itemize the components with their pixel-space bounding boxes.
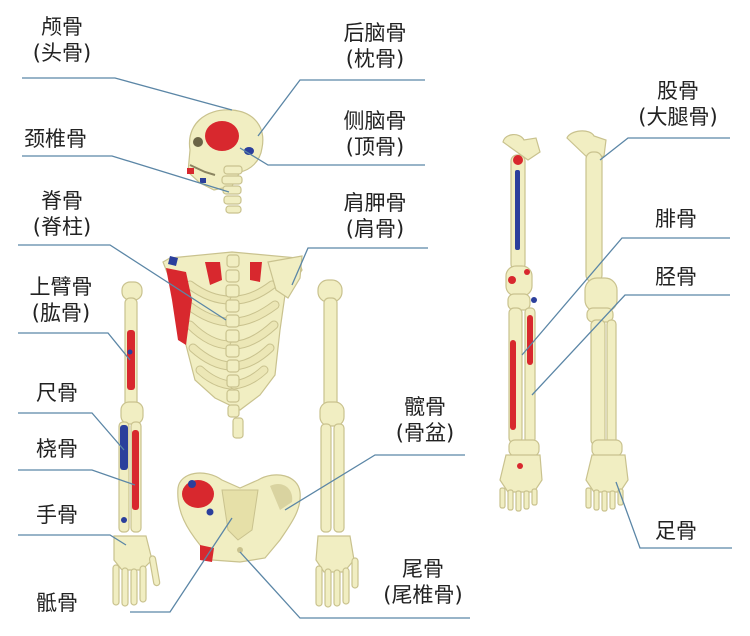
label-ulna: 尺骨 xyxy=(36,380,78,406)
right-arm-bones xyxy=(317,279,345,533)
label-femur: 股骨 (大腿骨) xyxy=(628,78,728,130)
left-arm-bones xyxy=(118,281,144,533)
label-humerus: 上臂骨 (肱骨) xyxy=(20,274,102,326)
label-scapula-name: 肩胛骨 xyxy=(343,191,407,215)
label-skull-alt: (头骨) xyxy=(32,41,92,65)
label-tibia: 胫骨 xyxy=(655,264,697,290)
pelvis-bones xyxy=(177,472,301,563)
label-coccyx: 尾骨 (尾椎骨) xyxy=(375,556,471,608)
leader-occipital xyxy=(257,79,425,137)
label-coccyx-alt: (尾椎骨) xyxy=(383,583,463,607)
label-spine: 脊骨 (脊柱) xyxy=(22,188,102,240)
label-humerus-name: 上臂骨 xyxy=(29,275,93,299)
label-scapula-alt: (肩骨) xyxy=(345,217,405,241)
foot-bones-right xyxy=(585,454,629,512)
cervical-vertebrae xyxy=(221,165,243,214)
leader-scapula xyxy=(291,247,428,286)
label-sacrum: 骶骨 xyxy=(36,590,78,616)
label-coccyx-name: 尾骨 xyxy=(402,557,444,581)
label-ulna-name: 尺骨 xyxy=(36,381,78,405)
label-femur-name: 股骨 xyxy=(657,79,699,103)
label-foot-name: 足骨 xyxy=(655,519,697,543)
leader-radius xyxy=(18,469,136,486)
label-fibula: 腓骨 xyxy=(655,206,697,232)
label-spine-name: 脊骨 xyxy=(41,189,83,213)
label-parietal: 侧脑骨 (顶骨) xyxy=(330,108,420,160)
label-cervical: 颈椎骨 xyxy=(24,126,87,152)
label-femur-alt: (大腿骨) xyxy=(638,105,718,129)
label-sacrum-name: 骶骨 xyxy=(36,591,78,615)
leader-lines xyxy=(18,77,732,619)
leader-hand xyxy=(18,534,127,546)
label-spine-alt: (脊柱) xyxy=(32,215,92,239)
label-skull-name: 颅骨 xyxy=(41,15,83,39)
label-pelvis-name: 髋骨 xyxy=(404,395,446,419)
label-radius-name: 桡骨 xyxy=(36,437,78,461)
foot-bones-left xyxy=(499,454,543,512)
leader-cervical xyxy=(22,155,230,193)
label-pelvis: 髋骨 (骨盆) xyxy=(385,394,465,446)
label-hand: 手骨 xyxy=(36,502,78,528)
skull-bone xyxy=(187,109,264,191)
leader-humerus xyxy=(18,332,131,361)
leg-bones-left xyxy=(502,134,541,457)
label-parietal-alt: (顶骨) xyxy=(345,135,405,159)
label-skull: 颅骨 (头骨) xyxy=(22,14,102,66)
leader-skull xyxy=(22,77,233,111)
label-occipital: 后脑骨 (枕骨) xyxy=(330,20,420,72)
label-fibula-name: 腓骨 xyxy=(655,207,697,231)
leader-ulna xyxy=(18,412,125,451)
label-occipital-name: 后脑骨 xyxy=(343,21,407,45)
label-hand-name: 手骨 xyxy=(36,503,78,527)
label-tibia-name: 胫骨 xyxy=(655,265,697,289)
leg-bones-right xyxy=(566,130,623,457)
leader-coccyx xyxy=(239,551,470,619)
label-pelvis-alt: (骨盆) xyxy=(395,421,455,445)
label-cervical-name: 颈椎骨 xyxy=(24,127,87,151)
label-occipital-alt: (枕骨) xyxy=(345,47,405,71)
leader-tibia xyxy=(531,294,730,396)
label-scapula: 肩胛骨 (肩骨) xyxy=(330,190,420,242)
leader-fibula xyxy=(521,237,730,356)
leader-sacrum xyxy=(130,517,233,613)
leader-pelvis xyxy=(284,454,465,511)
label-foot: 足骨 xyxy=(655,518,697,544)
leader-femur xyxy=(599,137,730,161)
spine-column xyxy=(225,254,244,439)
leader-spine xyxy=(18,244,227,321)
left-hand-bones xyxy=(112,535,161,607)
leader-foot xyxy=(615,481,732,549)
label-humerus-alt: (肱骨) xyxy=(31,301,91,325)
label-parietal-name: 侧脑骨 xyxy=(343,109,407,133)
right-hand-bones xyxy=(315,535,359,608)
label-radius: 桡骨 xyxy=(36,436,78,462)
leader-parietal xyxy=(239,147,425,166)
